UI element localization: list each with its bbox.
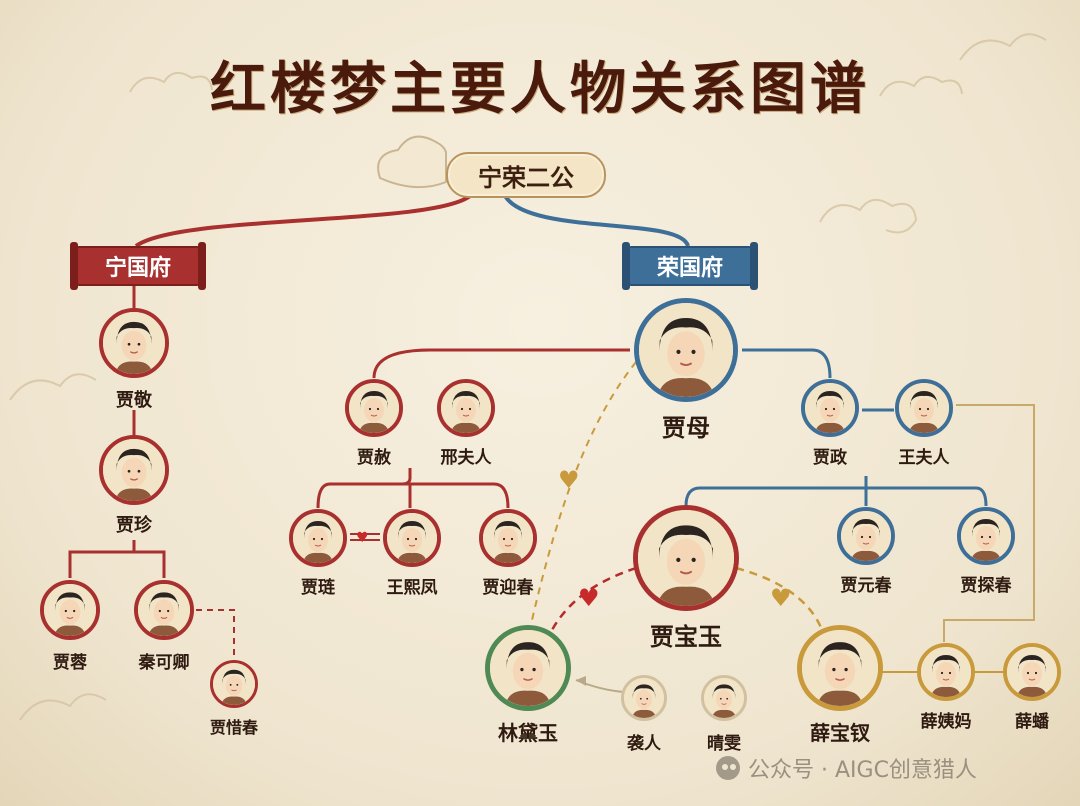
person-xueyima[interactable]: 薛姨妈 (917, 643, 975, 732)
portrait-icon (437, 379, 495, 437)
person-wangxifeng[interactable]: 王熙凤 (383, 509, 441, 598)
person-name: 薛姨妈 (920, 712, 972, 732)
portrait-icon (633, 505, 739, 611)
person-jiaxichun[interactable]: 贾惜春 (210, 660, 258, 737)
portrait-icon (479, 509, 537, 567)
person-name: 王夫人 (898, 448, 950, 468)
portrait-icon (485, 625, 571, 711)
person-wangfuren[interactable]: 王夫人 (895, 379, 953, 468)
house-ning: 宁国府 (70, 242, 206, 290)
person-name: 薛蟠 (1015, 712, 1049, 732)
cloud-ornament-mid (819, 199, 918, 234)
watermark: 公众号 · AIGC创意猎人 (716, 752, 977, 784)
person-name: 贾母 (662, 413, 710, 442)
person-jialian[interactable]: 贾琏 (289, 509, 347, 598)
watermark-text: 公众号 · AIGC创意猎人 (748, 758, 977, 783)
portrait-icon (634, 298, 738, 402)
person-qingwen[interactable]: 晴雯 (701, 675, 747, 754)
person-name: 贾元春 (840, 576, 892, 596)
person-jiazhen[interactable]: 贾珍 (99, 435, 169, 536)
person-name: 薛宝钗 (810, 721, 870, 745)
person-name: 贾政 (813, 448, 847, 468)
root-node: 宁荣二公 (446, 152, 606, 198)
person-jiamu[interactable]: 贾母 (634, 298, 738, 442)
person-jiabaoyu[interactable]: 贾宝玉 (633, 505, 739, 651)
person-xingfuren[interactable]: 邢夫人 (437, 379, 495, 468)
person-name: 邢夫人 (440, 448, 492, 468)
person-lindaiyu[interactable]: 林黛玉 (485, 625, 571, 745)
portrait-icon (797, 625, 883, 711)
person-xuepan[interactable]: 薛蟠 (1003, 643, 1061, 732)
portrait-icon (345, 379, 403, 437)
portrait-icon (895, 379, 953, 437)
heart-icon: ♥ (578, 584, 600, 612)
portrait-icon (837, 507, 895, 565)
cloud-ornament-right (879, 75, 963, 97)
person-name: 贾宝玉 (650, 622, 722, 651)
person-xuebaochai[interactable]: 薛宝钗 (797, 625, 883, 745)
portrait-icon (383, 509, 441, 567)
portrait-icon (621, 675, 667, 721)
person-jiayuanchun[interactable]: 贾元春 (837, 507, 895, 596)
portrait-icon (1003, 643, 1061, 701)
person-name: 袭人 (627, 734, 661, 754)
person-jiazheng[interactable]: 贾政 (801, 379, 859, 468)
portrait-icon (40, 580, 100, 640)
root-cloud (377, 135, 447, 189)
person-name: 贾蓉 (53, 653, 87, 673)
portrait-icon (210, 660, 258, 708)
portrait-icon (99, 435, 169, 505)
portrait-icon (917, 643, 975, 701)
cloud-ornament-left (129, 71, 213, 93)
wechat-icon (716, 756, 740, 780)
person-xiren[interactable]: 袭人 (621, 675, 667, 754)
heart-icon: ♥ (356, 530, 369, 546)
person-jiayingchun[interactable]: 贾迎春 (479, 509, 537, 598)
page-title: 红楼梦主要人物关系图谱 (210, 56, 870, 122)
portrait-icon (701, 675, 747, 721)
person-jiajing[interactable]: 贾敬 (99, 308, 169, 411)
person-name: 贾迎春 (482, 578, 534, 598)
heart-icon: ♥ (558, 466, 580, 494)
person-name: 贾敬 (116, 390, 152, 411)
portrait-icon (289, 509, 347, 567)
portrait-icon (801, 379, 859, 437)
person-name: 贾珍 (116, 515, 152, 536)
portrait-icon (134, 580, 194, 640)
person-name: 林黛玉 (498, 721, 558, 745)
portrait-icon (957, 507, 1015, 565)
heart-icon: ♥ (770, 584, 792, 612)
person-name: 贾惜春 (209, 718, 259, 737)
cloud-ornament-side (9, 373, 97, 401)
person-name: 晴雯 (707, 734, 741, 754)
person-name: 贾探春 (960, 576, 1012, 596)
person-name: 贾琏 (301, 578, 335, 598)
person-jiashe[interactable]: 贾赦 (345, 379, 403, 468)
person-name: 秦可卿 (138, 653, 190, 673)
person-jiatanchun[interactable]: 贾探春 (957, 507, 1015, 596)
person-name: 王熙凤 (386, 578, 438, 598)
house-rong: 荣国府 (622, 242, 758, 290)
person-name: 贾赦 (357, 448, 391, 468)
person-jiarong[interactable]: 贾蓉 (40, 580, 100, 673)
person-qinkeqing[interactable]: 秦可卿 (134, 580, 194, 673)
portrait-icon (99, 308, 169, 378)
